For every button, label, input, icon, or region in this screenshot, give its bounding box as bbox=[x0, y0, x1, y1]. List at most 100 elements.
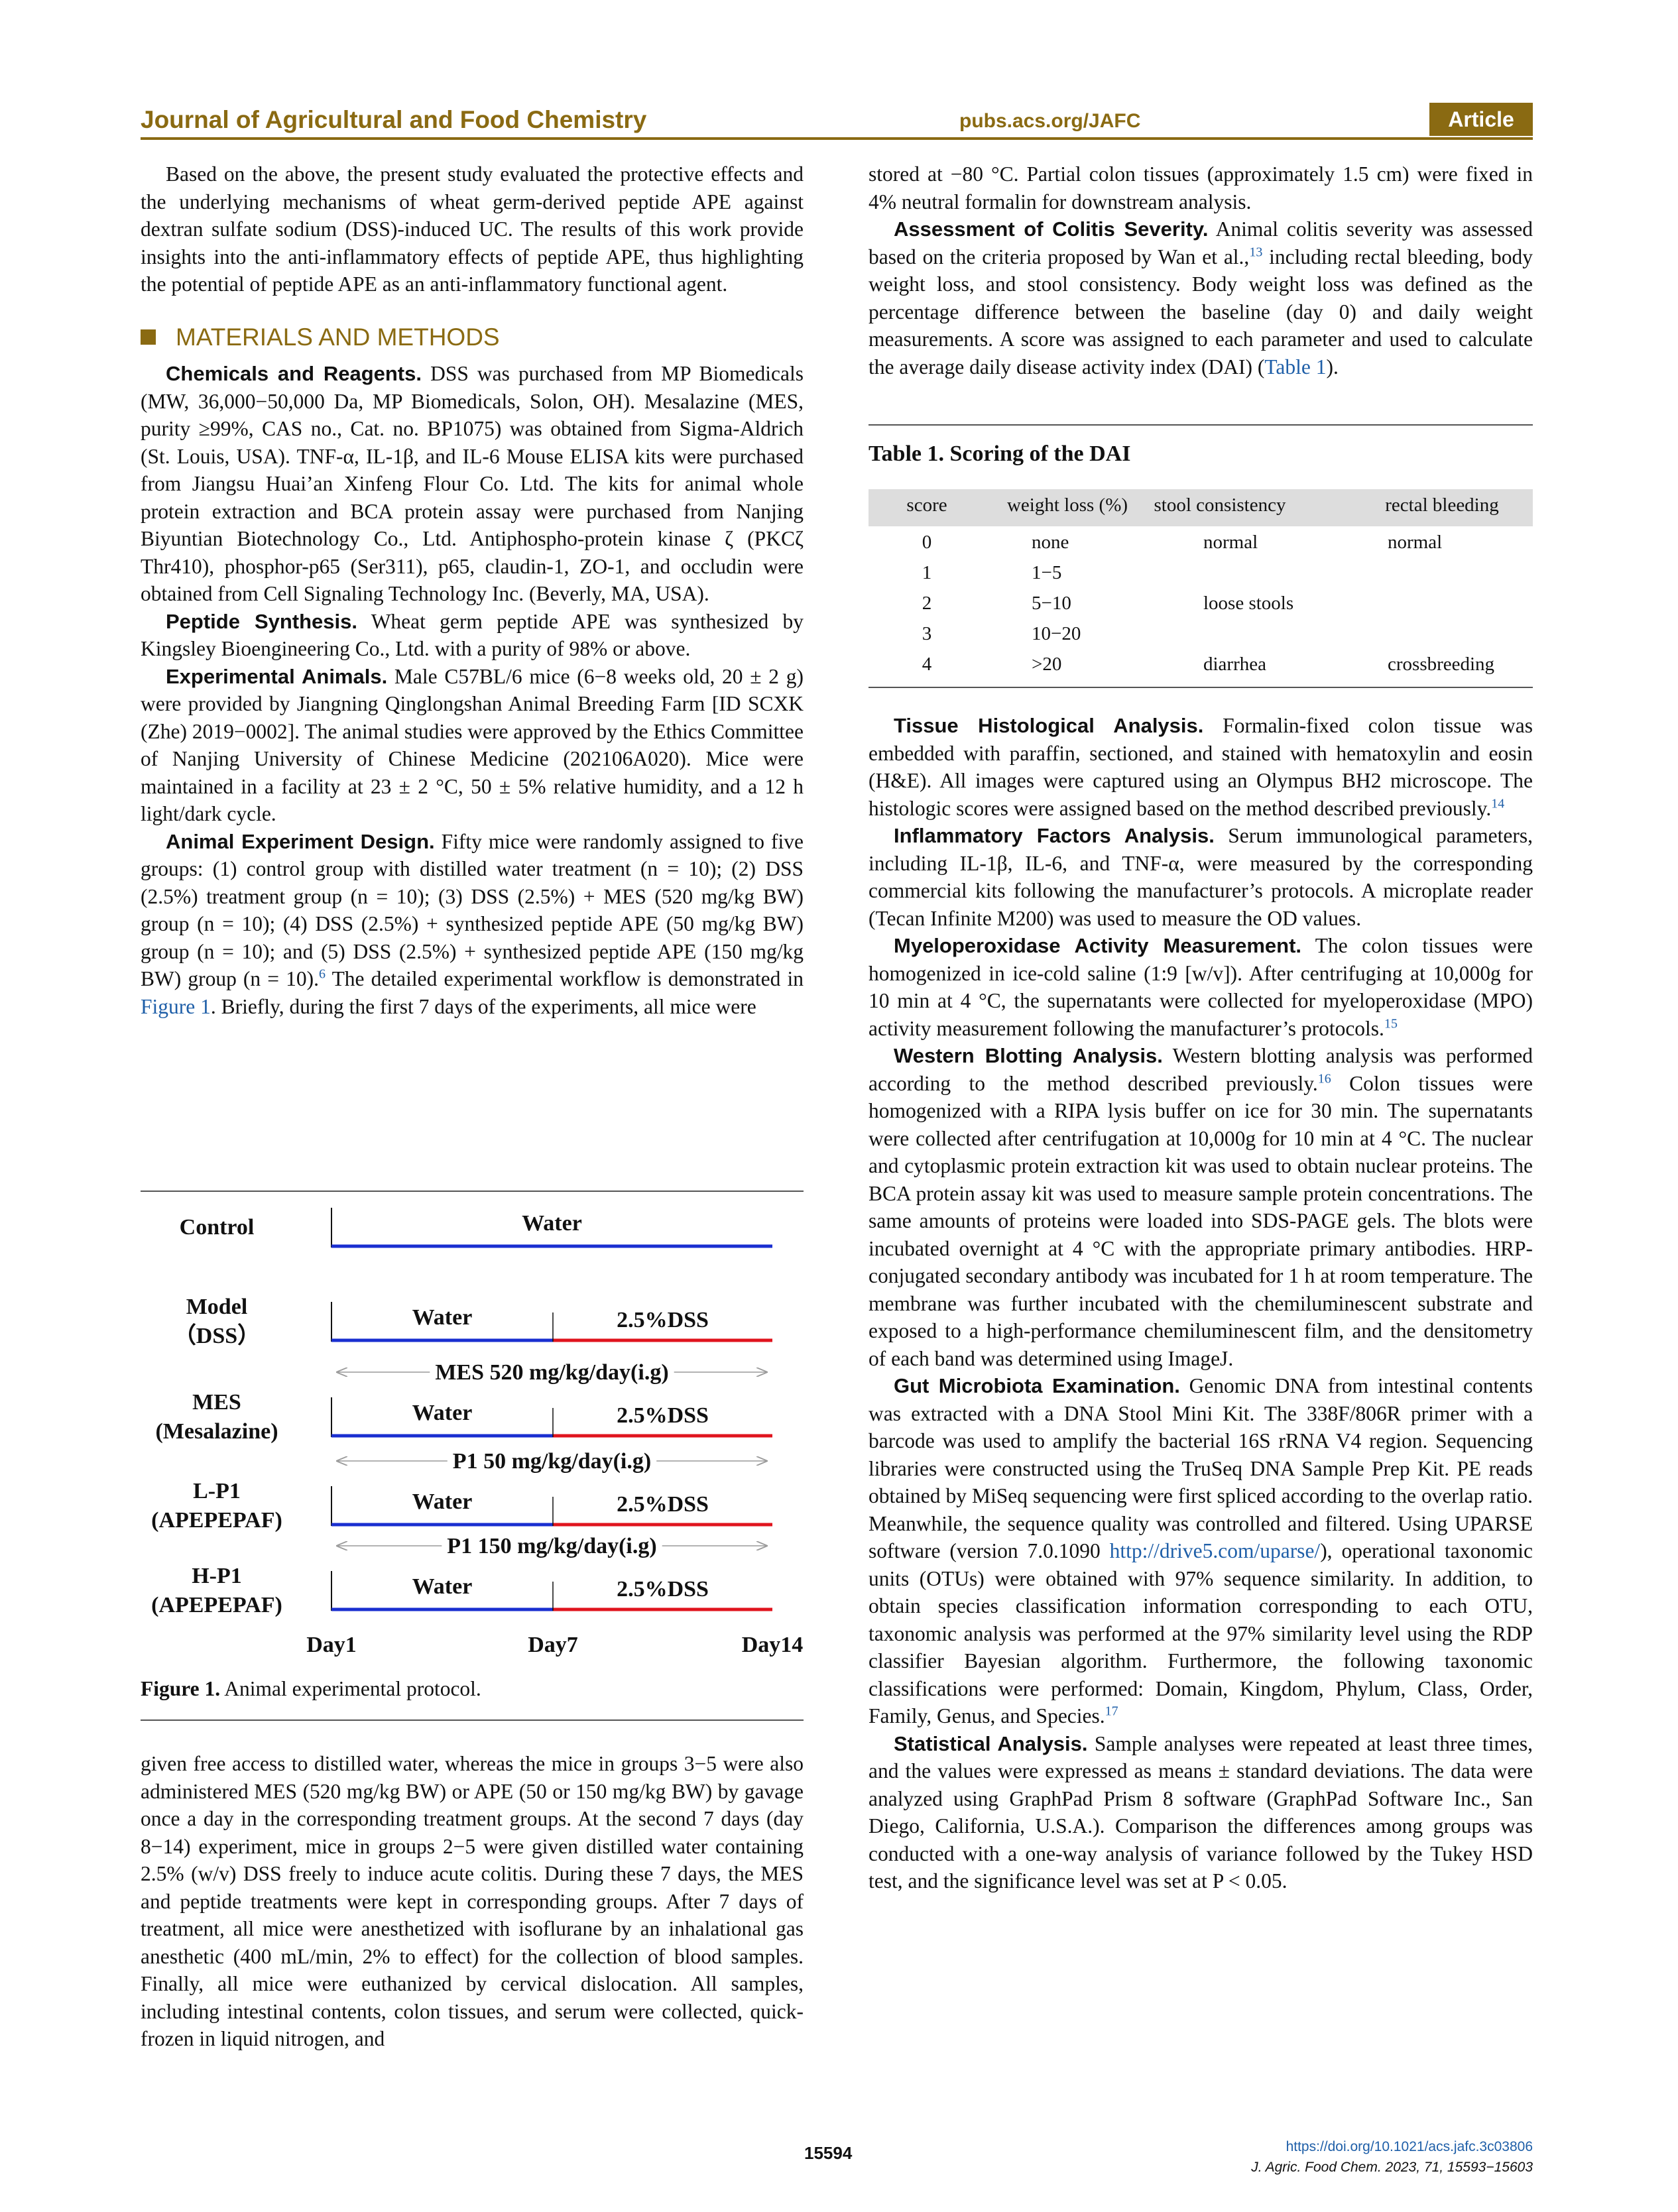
table-header-cell: rectal bleeding bbox=[1385, 495, 1499, 516]
table-cell: 4 bbox=[922, 654, 932, 675]
dss-label: 2.5%DSS bbox=[617, 1492, 709, 1517]
section-square-icon bbox=[141, 329, 156, 345]
figure-caption-label: Figure 1. bbox=[141, 1677, 221, 1700]
ref-link[interactable]: 14 bbox=[1491, 796, 1505, 811]
table-cell: 3 bbox=[922, 623, 932, 644]
article-badge: Article bbox=[1429, 103, 1533, 136]
right-column-top: stored at −80 °C. Partial colon tissues … bbox=[869, 160, 1533, 380]
uparse-link[interactable]: http://drive5.com/uparse/ bbox=[1109, 1539, 1321, 1562]
mpo-heading: Myeloperoxidase Activity Measurement. bbox=[894, 934, 1302, 957]
section-heading: MATERIALS AND METHODS bbox=[141, 323, 804, 351]
gut-heading: Gut Microbiota Examination. bbox=[894, 1374, 1180, 1397]
day1-label: Day1 bbox=[306, 1633, 357, 1657]
table-header-cell: stool consistency bbox=[1154, 495, 1286, 516]
group-label: MES bbox=[192, 1390, 241, 1415]
table-cell: normal bbox=[1388, 532, 1443, 553]
doi-link[interactable]: https://doi.org/10.1021/acs.jafc.3c03806 bbox=[1286, 2139, 1533, 2154]
animals-heading: Experimental Animals. bbox=[166, 664, 388, 688]
table-cell: none bbox=[1032, 532, 1069, 553]
header-rule bbox=[141, 137, 1533, 140]
table-cell: diarrhea bbox=[1203, 654, 1266, 675]
continuation-paragraph: given free access to distilled water, wh… bbox=[141, 1752, 804, 2050]
table-header-cell: weight loss (%) bbox=[1006, 495, 1128, 516]
group-sublabel: (Mesalazine) bbox=[155, 1419, 278, 1444]
table-cell: 1−5 bbox=[1032, 562, 1062, 583]
group-label: Control bbox=[180, 1215, 255, 1240]
group-sublabel: (APEPEPAF) bbox=[151, 1593, 282, 1617]
ref-link[interactable]: 13 bbox=[1249, 245, 1263, 259]
table-cell: >20 bbox=[1032, 654, 1062, 675]
figure-bottom-rule bbox=[141, 1719, 804, 1721]
table-cell: 0 bbox=[922, 532, 932, 553]
chemicals-heading: Chemicals and Reagents. bbox=[166, 362, 422, 385]
storage-paragraph: stored at −80 °C. Partial colon tissues … bbox=[869, 162, 1533, 213]
table-cell: 2 bbox=[922, 593, 932, 614]
right-column-bottom: Tissue Histological Analysis. Formalin-f… bbox=[869, 712, 1533, 1895]
dss-label: 2.5%DSS bbox=[617, 1308, 709, 1332]
design-paragraph: Animal Experiment Design. Fifty mice wer… bbox=[141, 829, 804, 1018]
table-title: Table 1. Scoring of the DAI bbox=[869, 441, 1131, 466]
table-cell: 5−10 bbox=[1032, 593, 1071, 614]
group-label: L-P1 bbox=[193, 1479, 241, 1503]
water-label: Water bbox=[412, 1574, 473, 1599]
table-cell: 10−20 bbox=[1032, 623, 1081, 644]
design-heading: Animal Experiment Design. bbox=[166, 829, 435, 853]
figure-caption: Figure 1. Animal experimental protocol. bbox=[141, 1677, 481, 1700]
ref-link[interactable]: 6 bbox=[319, 966, 326, 982]
left-column-bottom: given free access to distilled water, wh… bbox=[141, 1750, 804, 2053]
dss-label: 2.5%DSS bbox=[617, 1403, 709, 1428]
citation: J. Agric. Food Chem. 2023, 71, 15593−156… bbox=[1251, 2160, 1533, 2175]
water-label: Water bbox=[412, 1489, 473, 1514]
table-top-rule bbox=[869, 424, 1533, 426]
table-header-cell: score bbox=[906, 495, 947, 516]
group-sublabel: （DSS） bbox=[174, 1322, 260, 1348]
dose-label: P1 50 mg/kg/day(i.g) bbox=[453, 1449, 651, 1474]
dose-label-backing bbox=[447, 1449, 657, 1474]
group-label: Model bbox=[186, 1295, 248, 1319]
group-sublabel: (APEPEPAF) bbox=[151, 1508, 282, 1533]
inflammatory-heading: Inflammatory Factors Analysis. bbox=[894, 824, 1215, 847]
table-cell: loose stools bbox=[1203, 593, 1294, 614]
table-header-row bbox=[869, 489, 1533, 526]
dose-label: P1 150 mg/kg/day(i.g) bbox=[447, 1534, 656, 1558]
table-cell: crossbreeding bbox=[1388, 654, 1495, 675]
group-label: H-P1 bbox=[192, 1564, 242, 1588]
dss-label: 2.5%DSS bbox=[617, 1577, 709, 1601]
water-label: Water bbox=[412, 1401, 473, 1425]
table-link[interactable]: Table 1 bbox=[1264, 355, 1327, 378]
inflammatory-paragraph: Inflammatory Factors Analysis. Serum imm… bbox=[869, 824, 1533, 930]
western-heading: Western Blotting Analysis. bbox=[894, 1044, 1163, 1067]
figure-top-rule bbox=[141, 1191, 804, 1192]
day7-label: Day7 bbox=[528, 1633, 578, 1657]
ref-link[interactable]: 16 bbox=[1317, 1071, 1331, 1086]
mpo-paragraph: Myeloperoxidase Activity Measurement. Th… bbox=[869, 934, 1533, 1040]
journal-url[interactable]: pubs.acs.org/JAFC bbox=[959, 110, 1141, 132]
dose-label: MES 520 mg/kg/day(i.g) bbox=[435, 1360, 668, 1385]
page-number: 15594 bbox=[804, 2143, 853, 2163]
statistics-paragraph: Statistical Analysis. Sample analyses we… bbox=[869, 1731, 1533, 1893]
water-label: Water bbox=[412, 1305, 473, 1330]
severity-heading: Assessment of Colitis Severity. bbox=[894, 217, 1209, 241]
histology-paragraph: Tissue Histological Analysis. Formalin-f… bbox=[869, 714, 1533, 820]
section-title: MATERIALS AND METHODS bbox=[176, 323, 500, 351]
dose-label-backing bbox=[442, 1534, 662, 1558]
statistics-heading: Statistical Analysis. bbox=[894, 1731, 1088, 1755]
peptide-paragraph: Peptide Synthesis. Wheat germ peptide AP… bbox=[141, 609, 804, 661]
figure-link[interactable]: Figure 1 bbox=[141, 994, 211, 1018]
ref-link[interactable]: 15 bbox=[1384, 1016, 1398, 1031]
ref-link[interactable]: 17 bbox=[1105, 1704, 1118, 1719]
left-column-top: Based on the above, the present study ev… bbox=[141, 160, 804, 1020]
table-bottom-rule bbox=[869, 687, 1533, 688]
peptide-heading: Peptide Synthesis. bbox=[166, 609, 358, 633]
dose-label-backing bbox=[430, 1360, 674, 1385]
table-cell: 1 bbox=[922, 562, 932, 583]
table-cell: normal bbox=[1203, 532, 1258, 553]
chemicals-paragraph: Chemicals and Reagents. DSS was purchase… bbox=[141, 362, 804, 605]
animals-paragraph: Experimental Animals. Male C57BL/6 mice … bbox=[141, 664, 804, 826]
severity-paragraph: Assessment of Colitis Severity. Animal c… bbox=[869, 217, 1533, 378]
western-paragraph: Western Blotting Analysis. Western blott… bbox=[869, 1044, 1533, 1370]
gut-paragraph: Gut Microbiota Examination. Genomic DNA … bbox=[869, 1374, 1533, 1727]
histology-heading: Tissue Histological Analysis. bbox=[894, 714, 1204, 737]
day14-label: Day14 bbox=[742, 1633, 804, 1657]
